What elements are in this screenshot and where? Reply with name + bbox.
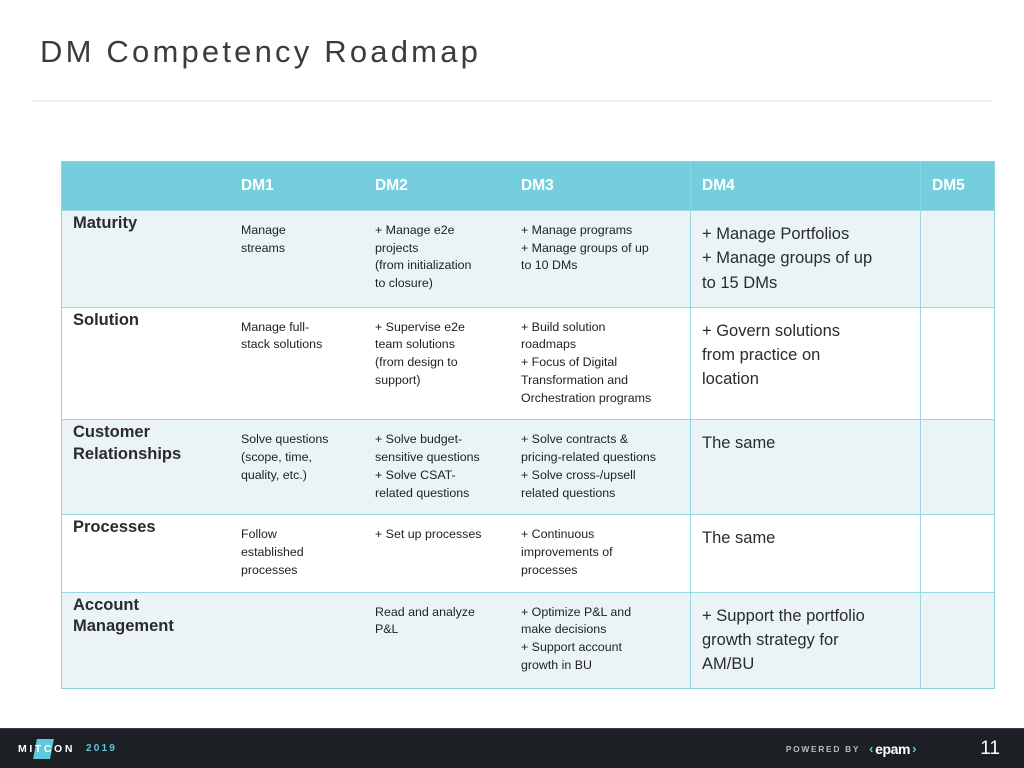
cell-dm4: + Support the portfolio growth strategy … <box>690 592 920 689</box>
chevron-right-icon: › <box>912 741 916 756</box>
cell-dm5 <box>920 515 994 592</box>
column-header-dm3: DM3 <box>521 176 554 194</box>
column-header-dm5: DM5 <box>920 162 994 210</box>
cell-dm4: + Manage Portfolios + Manage groups of u… <box>690 211 920 307</box>
cell-dm4: The same <box>690 515 920 592</box>
row-label: Solution <box>73 310 139 329</box>
cell-dm3: + Optimize P&L and make decisions + Supp… <box>521 604 632 672</box>
table-row: Account Management Read and analyze P&L … <box>62 591 994 689</box>
competency-table: DM1 DM2 DM3 DM4 DM5 Maturity Manage stre… <box>61 161 995 690</box>
mitcon-wordmark: MITCON <box>18 738 76 759</box>
table-row: Customer Relationships Solve questions (… <box>62 419 994 515</box>
table-header-row: DM1 DM2 DM3 DM4 DM5 <box>62 162 994 210</box>
cell-dm3: + Manage programs + Manage groups of up … <box>521 223 649 273</box>
cell-dm2: + Supervise e2e team solutions (from des… <box>375 319 465 387</box>
cell-dm1: Manage streams <box>241 223 286 255</box>
table-row: Solution Manage full- stack solutions + … <box>62 306 994 420</box>
cell-dm5 <box>920 592 994 689</box>
row-label: Account Management <box>73 595 174 635</box>
mitcon-year: 2019 <box>86 743 118 754</box>
row-label: Processes <box>73 518 156 537</box>
cell-dm3: + Build solution roadmaps + Focus of Dig… <box>521 319 652 405</box>
cell-dm2: Read and analyze P&L <box>375 604 475 637</box>
epam-logo: ‹ epam › <box>869 741 916 757</box>
cell-dm2: + Manage e2e projects (from initializati… <box>375 223 472 291</box>
cell-dm4: The same <box>690 420 920 515</box>
table-row: Maturity Manage streams + Manage e2e pro… <box>62 210 994 307</box>
cell-dm4: + Govern solutions from practice on loca… <box>690 307 920 420</box>
cell-dm5 <box>920 211 994 307</box>
table-row: Processes Follow established processes +… <box>62 514 994 592</box>
page-number: 11 <box>980 737 1000 759</box>
cell-dm1 <box>230 593 364 689</box>
cell-dm3: + Continuous improvements of processes <box>521 527 613 577</box>
row-label: Customer Relationships <box>73 423 182 463</box>
cell-dm1: Solve questions (scope, time, quality, e… <box>241 432 329 482</box>
chevron-left-icon: ‹ <box>869 741 874 756</box>
footer-bar: MITCON 2019 POWERED BY ‹ epam › 11 <box>0 728 1024 768</box>
title-divider <box>32 100 992 102</box>
cell-dm1: Manage full- stack solutions <box>241 319 323 352</box>
powered-by-group: POWERED BY ‹ epam › <box>785 741 917 757</box>
powered-by-label: POWERED BY <box>785 743 861 754</box>
mitcon-brand-text: MITCON <box>18 742 76 755</box>
cell-dm2: + Set up processes <box>375 527 482 542</box>
column-header-blank <box>62 162 230 210</box>
epam-brand-text: epam <box>875 740 911 757</box>
column-header-dm1: DM1 <box>241 176 274 194</box>
cell-dm3: + Solve contracts & pricing-related ques… <box>521 432 656 500</box>
cell-dm5 <box>920 307 994 420</box>
row-label: Maturity <box>73 214 138 232</box>
column-header-dm4: DM4 <box>690 162 920 210</box>
column-header-dm2: DM2 <box>375 176 408 194</box>
cell-dm1: Follow established processes <box>241 527 304 577</box>
cell-dm2: + Solve budget- sensitive questions + So… <box>375 432 480 500</box>
page-title: DM Competency Roadmap <box>40 34 482 69</box>
mitcon-logo: MITCON 2019 <box>18 738 118 759</box>
cell-dm5 <box>920 420 994 515</box>
